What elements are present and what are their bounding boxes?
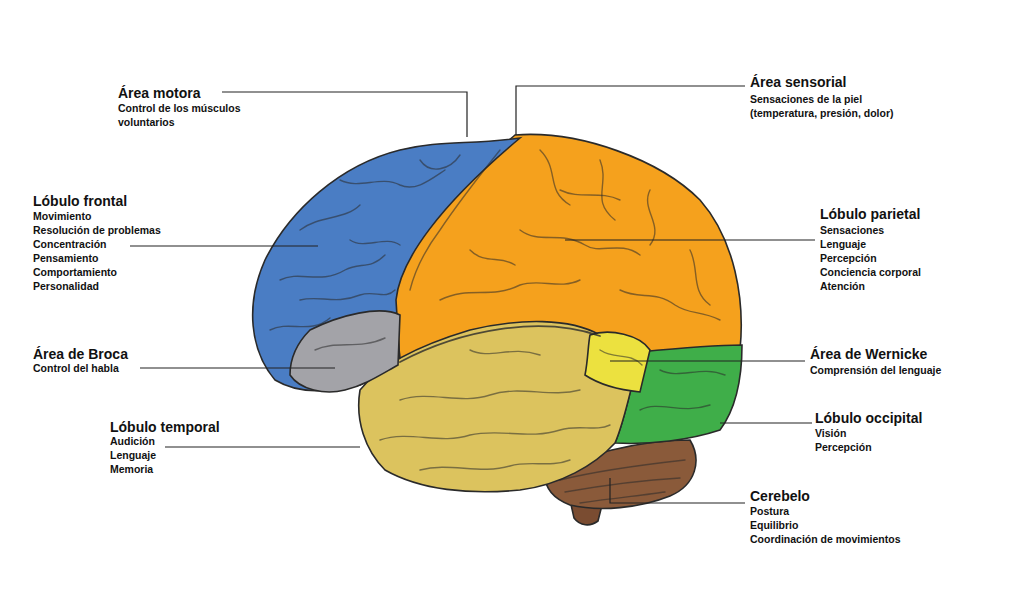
function-text: Conciencia corporal (820, 265, 1010, 279)
leader-line (610, 360, 805, 361)
region-heading: Cerebelo (750, 487, 950, 505)
region-heading: Área sensorial (750, 73, 970, 91)
broca-region (290, 311, 400, 392)
function-text: Movimiento (33, 209, 233, 223)
function-text: Concentración (33, 237, 233, 251)
leader-line (130, 245, 318, 246)
leader-line (720, 422, 812, 423)
gyri-texture (270, 150, 725, 503)
function-text: Control de los músculos voluntarios (118, 101, 268, 129)
function-text: Memoria (110, 462, 310, 476)
function-text: Personalidad (33, 279, 233, 293)
leader-lines (130, 86, 815, 503)
region-heading: Lóbulo occipital (815, 409, 1015, 427)
leader-line (140, 367, 335, 368)
function-text: Sensaciones (820, 223, 1010, 237)
function-text: Comprensión del lenguaje (810, 363, 1010, 377)
function-text: Pensamiento (33, 251, 233, 265)
wernicke-region (585, 332, 650, 392)
function-text: Control del habla (33, 361, 233, 375)
leader-line (165, 446, 360, 447)
function-text: Equilibrio (750, 518, 1000, 532)
leader-line (222, 92, 467, 137)
function-text: Sensaciones de la piel (temperatura, pre… (750, 92, 920, 120)
region-heading: Lóbulo temporal (110, 418, 310, 436)
region-heading: Lóbulo frontal (33, 192, 233, 210)
leader-line (565, 239, 815, 240)
function-text: Lenguaje (820, 237, 1010, 251)
function-text: Comportamiento (33, 265, 233, 279)
function-text: Percepción (815, 440, 1015, 454)
function-text: Coordinación de movimientos (750, 532, 1000, 546)
function-text: Audición (110, 434, 310, 448)
leader-line (610, 478, 745, 503)
function-text: Atención (820, 279, 1010, 293)
region-heading: Área de Broca (33, 345, 233, 363)
region-heading: Lóbulo parietal (820, 205, 1010, 223)
function-text: Lenguaje (110, 448, 310, 462)
function-text: Resolución de problemas (33, 223, 233, 237)
region-heading: Área motora (118, 84, 318, 102)
region-heading: Área de Wernicke (810, 345, 1010, 363)
leader-line (516, 86, 745, 135)
function-text: Visión (815, 426, 1015, 440)
function-text: Postura (750, 504, 1000, 518)
function-text: Percepción (820, 251, 1010, 265)
